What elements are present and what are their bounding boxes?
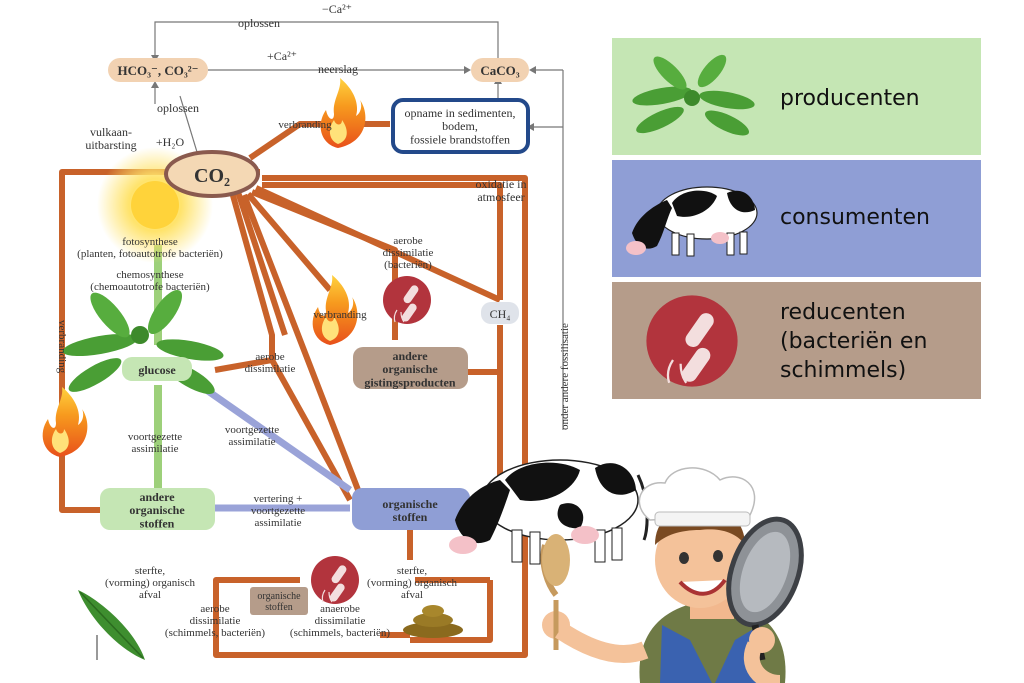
svg-text:vulkaan-uitbarsting: vulkaan-uitbarsting: [85, 125, 136, 152]
bacteria-icon: [310, 555, 360, 605]
svg-text:CH₄: CH₄: [490, 307, 511, 321]
glucose-node: glucose: [122, 357, 192, 381]
svg-text:glucose: glucose: [138, 363, 176, 377]
svg-text:+Ca²⁺: +Ca²⁺: [267, 49, 297, 63]
consumer-flow-lines: [192, 379, 353, 512]
plant-icon: [632, 54, 755, 136]
svg-text:verbranding: verbranding: [278, 119, 332, 131]
svg-text:verbranding: verbranding: [313, 309, 367, 321]
legend-consumers-label: consumenten: [780, 205, 930, 230]
legend-decomposers-label: reducenten (bacteriën en schimmels): [780, 300, 928, 383]
legend-icons: [626, 54, 758, 387]
plant-icon: [62, 289, 224, 395]
svg-text:−Ca²⁺: −Ca²⁺: [322, 2, 352, 16]
svg-text:onder andere fossilisatie: onder andere fossilisatie: [559, 323, 571, 430]
ch4-node: CH₄: [481, 302, 519, 324]
svg-text:opname in sedimenten,bodem,fos: opname in sedimenten,bodem,fossiele bran…: [405, 106, 516, 146]
chef-icon: [540, 467, 804, 683]
cow-icon: [449, 459, 649, 565]
fire-icon: [320, 78, 366, 148]
svg-text:+H₂O: +H₂O: [156, 135, 185, 149]
caco3-node: CaCO₃: [471, 58, 529, 82]
svg-text:CO₂: CO₂: [194, 165, 230, 187]
svg-text:CaCO₃: CaCO₃: [480, 63, 519, 78]
hco3-node: HCO₃⁻, CO₃²⁻: [108, 58, 208, 82]
svg-text:chemosynthese(chemoautotrofe b: chemosynthese(chemoautotrofe bacteriën): [90, 269, 210, 293]
carbonate-arrows: [154, 21, 564, 430]
svg-text:HCO₃⁻, CO₃²⁻: HCO₃⁻, CO₃²⁻: [117, 63, 198, 78]
svg-text:neerslag: neerslag: [318, 62, 358, 76]
cow-icon: [626, 186, 758, 257]
svg-text:fotosynthese(planten, fotoauto: fotosynthese(planten, fotoautotrofe bact…: [77, 236, 223, 260]
svg-text:oplossen: oplossen: [157, 101, 199, 115]
manure-icon: [403, 605, 463, 638]
fire-icon: [42, 387, 88, 457]
legend-producers-label: producenten: [780, 86, 920, 111]
svg-text:oplossen: oplossen: [238, 16, 280, 30]
sediments-node: opname in sedimenten,bodem,fossiele bran…: [391, 98, 530, 154]
bacteria-icon: [382, 275, 432, 325]
co2-node: CO₂: [164, 150, 260, 198]
bacteria-icon: [646, 295, 738, 387]
svg-text:verbranding: verbranding: [56, 320, 68, 374]
